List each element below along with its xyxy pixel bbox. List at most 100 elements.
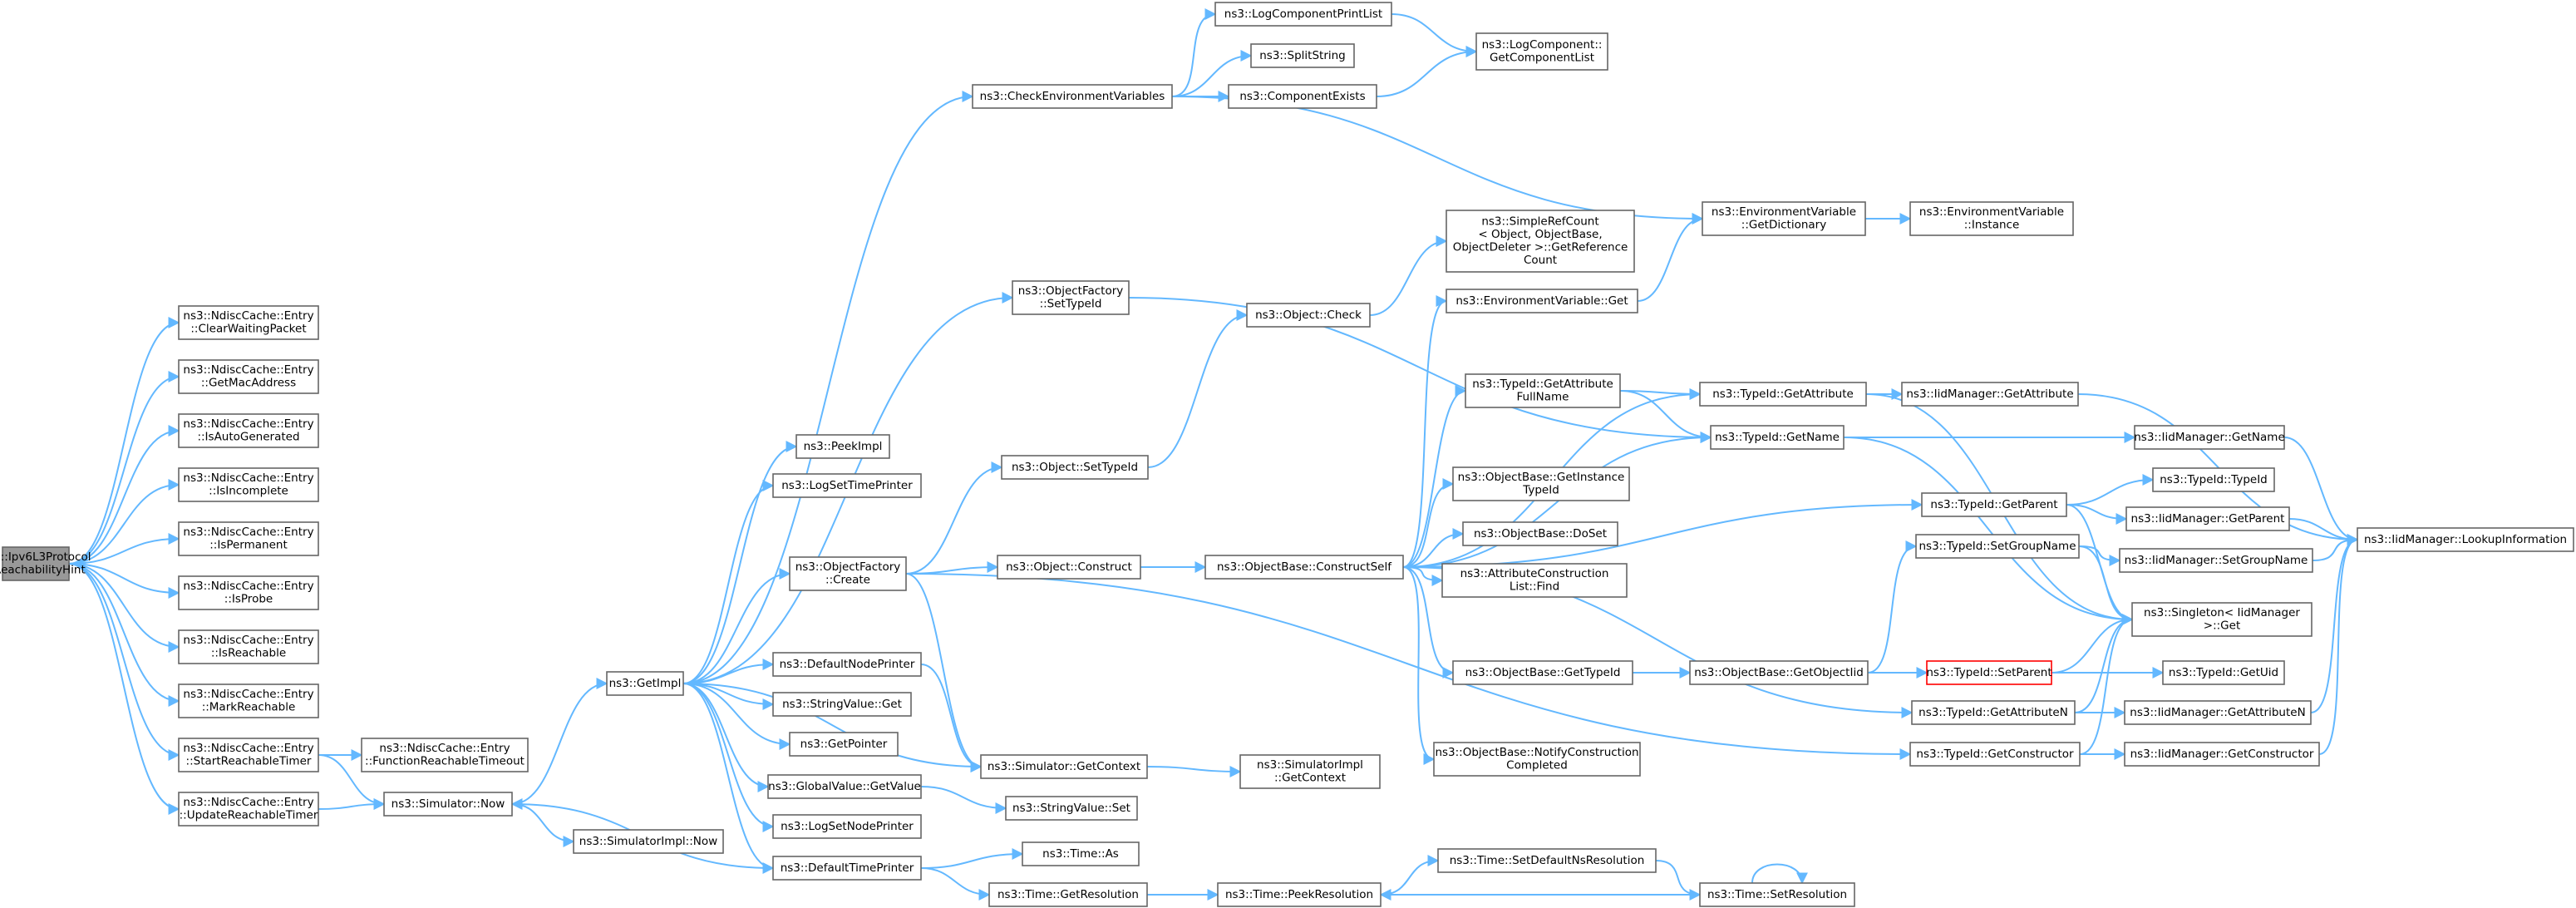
function-node-singletonget[interactable]: ns3::Singleton< IidManager >::Get [2131, 602, 2312, 637]
function-node-isincomplete[interactable]: ns3::NdiscCache::Entry::IsIncomplete [178, 467, 319, 502]
function-node-envvarget[interactable]: ns3::EnvironmentVariable::Get [1446, 289, 1638, 313]
function-node-getpointer[interactable]: ns3::GetPointer [789, 732, 899, 757]
function-node-simimplctx[interactable]: ns3::SimulatorImpl::GetContext [1239, 754, 1381, 789]
function-node-simplerefcount[interactable]: ns3::SimpleRefCount< Object, ObjectBase,… [1446, 210, 1635, 273]
function-node-logsettime[interactable]: ns3::LogSetTimePrinter [772, 473, 922, 498]
function-node-timesetdefns[interactable]: ns3::Time::SetDefaultNsResolution [1437, 848, 1657, 873]
function-node-updatereach[interactable]: ns3::NdiscCache::Entry::UpdateReachableT… [178, 792, 319, 827]
function-node-typeidgetattr[interactable]: ns3::TypeId::GetAttribute [1699, 382, 1867, 407]
function-node-typeidgetuid[interactable]: ns3::TypeId::GetUid [2162, 660, 2285, 685]
node-label: ::MarkReachable [202, 701, 296, 714]
node-label: ::GetDictionary [1741, 219, 1826, 232]
call-edge [905, 461, 1003, 575]
function-node-objcheck[interactable]: ns3::Object::Check [1246, 303, 1371, 328]
function-node-iidgetparent[interactable]: ns3::IidManager::GetParent [2125, 506, 2290, 531]
function-node-simnow[interactable]: ns3::Simulator::Now [383, 792, 513, 817]
node-label: ns3::NdiscCache::Entry [183, 634, 313, 647]
function-node-clearwaiting[interactable]: ns3::NdiscCache::Entry::ClearWaitingPack… [178, 305, 319, 340]
function-node-stringvalueget[interactable]: ns3::StringValue::Get [772, 692, 912, 717]
node-box [1022, 841, 1140, 866]
function-node-isreachable[interactable]: ns3::NdiscCache::Entry::IsReachable [178, 629, 319, 664]
function-node-root[interactable]: ns3::Ipv6L3Protocol::ReachabilityHint [0, 546, 91, 581]
function-node-startreach[interactable]: ns3::NdiscCache::Entry::StartReachableTi… [178, 738, 319, 772]
function-node-typeidsetgroup[interactable]: ns3::TypeId::SetGroupName [1915, 534, 2080, 559]
node-label: < Object, ObjectBase, [1478, 228, 1602, 241]
function-node-isprobe[interactable]: ns3::NdiscCache::Entry::IsProbe [178, 575, 319, 610]
function-node-objfactsettype[interactable]: ns3::ObjectFactory::SetTypeId [1012, 280, 1130, 315]
function-node-peekimpl[interactable]: ns3::PeekImpl [795, 434, 890, 459]
function-node-objsettype[interactable]: ns3::Object::SetTypeId [1001, 455, 1149, 480]
function-node-simimplnow[interactable]: ns3::SimulatorImpl::Now [573, 829, 724, 854]
function-node-typeidgetname[interactable]: ns3::TypeId::GetName [1710, 425, 1845, 450]
call-edge [1391, 13, 1478, 57]
function-node-objbasedoset[interactable]: ns3::ObjectBase::DoSet [1462, 521, 1618, 546]
node-label: ns3::Object::Construct [1006, 560, 1132, 574]
function-node-globalvalue[interactable]: ns3::GlobalValue::GetValue [767, 774, 922, 799]
node-label: List::Find [1510, 580, 1559, 594]
node-label: ns3::ObjectFactory [1018, 284, 1124, 298]
node-box [1710, 425, 1845, 450]
function-node-logcompget[interactable]: ns3::LogComponent::GetComponentList [1475, 32, 1608, 71]
call-edge [1619, 387, 1702, 400]
function-node-objbasenotify[interactable]: ns3::ObjectBase::NotifyConstructionCompl… [1433, 742, 1641, 777]
function-node-envvarinst[interactable]: ns3::EnvironmentVariable::Instance [1909, 201, 2074, 236]
node-label: ns3::GlobalValue::GetValue [768, 780, 921, 793]
function-node-markreachable[interactable]: ns3::NdiscCache::Entry::MarkReachable [178, 683, 319, 718]
node-label: ns3::IidManager::SetGroupName [2125, 554, 2308, 567]
node-box [1217, 882, 1382, 907]
call-edge [1619, 390, 1712, 443]
function-node-objbaseconstruct[interactable]: ns3::ObjectBase::ConstructSelf [1204, 555, 1404, 580]
function-node-iidsetgroup[interactable]: ns3::IidManager::SetGroupName [2119, 548, 2313, 573]
function-node-getimpl[interactable]: ns3::GetImpl [606, 671, 684, 696]
function-node-iidgetattr[interactable]: ns3::IidManager::GetAttribute [1901, 382, 2079, 407]
function-node-isautogen[interactable]: ns3::NdiscCache::Entry::IsAutoGenerated [178, 413, 319, 448]
function-node-logsetnode[interactable]: ns3::LogSetNodePrinter [772, 814, 922, 839]
function-node-typeidtypeid[interactable]: ns3::TypeId::TypeId [2152, 467, 2275, 492]
function-node-deftimeprinter[interactable]: ns3::DefaultTimePrinter [772, 856, 922, 881]
function-node-objbasegetobjtid[interactable]: ns3::ObjectBase::GetObjectIid [1689, 660, 1869, 685]
node-box [1246, 303, 1371, 328]
node-label: ns3::TypeId::GetUid [2169, 666, 2278, 679]
function-node-checkenv[interactable]: ns3::CheckEnvironmentVariables [972, 84, 1173, 109]
function-node-logcompprint[interactable]: ns3::LogComponentPrintList [1214, 2, 1392, 27]
function-node-typeidgetctor[interactable]: ns3::TypeId::GetConstructor [1909, 742, 2081, 767]
function-node-typeidgetattrn[interactable]: ns3::TypeId::GetAttributeN [1911, 700, 2076, 725]
function-node-splitstring[interactable]: ns3::SplitString [1250, 43, 1355, 68]
function-node-simgetctx[interactable]: ns3::Simulator::GetContext [980, 754, 1148, 779]
function-node-timesetres[interactable]: ns3::Time::SetResolution [1699, 882, 1855, 907]
node-box [1446, 210, 1635, 273]
function-node-iidgetname[interactable]: ns3::IidManager::GetName [2134, 425, 2285, 450]
function-node-ispermanent[interactable]: ns3::NdiscCache::Entry::IsPermanent [178, 521, 319, 556]
call-edge [68, 371, 180, 565]
function-node-strvalset[interactable]: ns3::StringValue::Set [1005, 796, 1138, 821]
node-box [772, 814, 922, 839]
function-node-typeidgetparent[interactable]: ns3::TypeId::GetParent [1921, 492, 2067, 517]
call-edge [2283, 437, 2359, 545]
function-node-iidlookup[interactable]: ns3::IidManager::LookupInformation [2357, 527, 2574, 552]
node-label: ::IsIncomplete [209, 485, 288, 498]
function-node-envvargetdict[interactable]: ns3::EnvironmentVariable::GetDictionary [1702, 201, 1866, 236]
function-node-objbasegettype[interactable]: ns3::ObjectBase::GetTypeId [1452, 660, 1633, 685]
node-label: ns3::ObjectBase::GetTypeId [1465, 666, 1621, 679]
function-node-objconstruct[interactable]: ns3::Object::Construct [997, 555, 1141, 580]
function-node-funcreach[interactable]: ns3::NdiscCache::Entry::FunctionReachabl… [361, 738, 529, 772]
call-edge [1402, 566, 1436, 765]
function-node-compexists[interactable]: ns3::ComponentExists [1228, 84, 1377, 109]
function-node-getmac[interactable]: ns3::NdiscCache::Entry::GetMacAddress [178, 359, 319, 394]
node-box [1909, 742, 2081, 767]
function-node-timegetres[interactable]: ns3::Time::GetResolution [988, 882, 1148, 907]
function-node-iidgetattrn[interactable]: ns3::IidManager::GetAttributeN [2124, 700, 2312, 725]
node-label: ObjectDeleter >::GetReference [1453, 241, 1628, 254]
call-edge [1637, 213, 1704, 302]
function-node-typeidsetparent[interactable]: ns3::TypeId::SetParent [1926, 660, 2052, 685]
call-edge [920, 664, 983, 772]
function-node-defnodeprinter[interactable]: ns3::DefaultNodePrinter [772, 652, 922, 677]
node-box [2124, 700, 2312, 725]
function-node-objfactcreate[interactable]: ns3::ObjectFactory::Create [789, 556, 907, 591]
function-node-iidgetctor[interactable]: ns3::IidManager::GetConstructor [2124, 742, 2320, 767]
function-node-timepeekres[interactable]: ns3::Time::PeekResolution [1217, 882, 1382, 907]
function-node-timeas[interactable]: ns3::Time::As [1022, 841, 1140, 866]
